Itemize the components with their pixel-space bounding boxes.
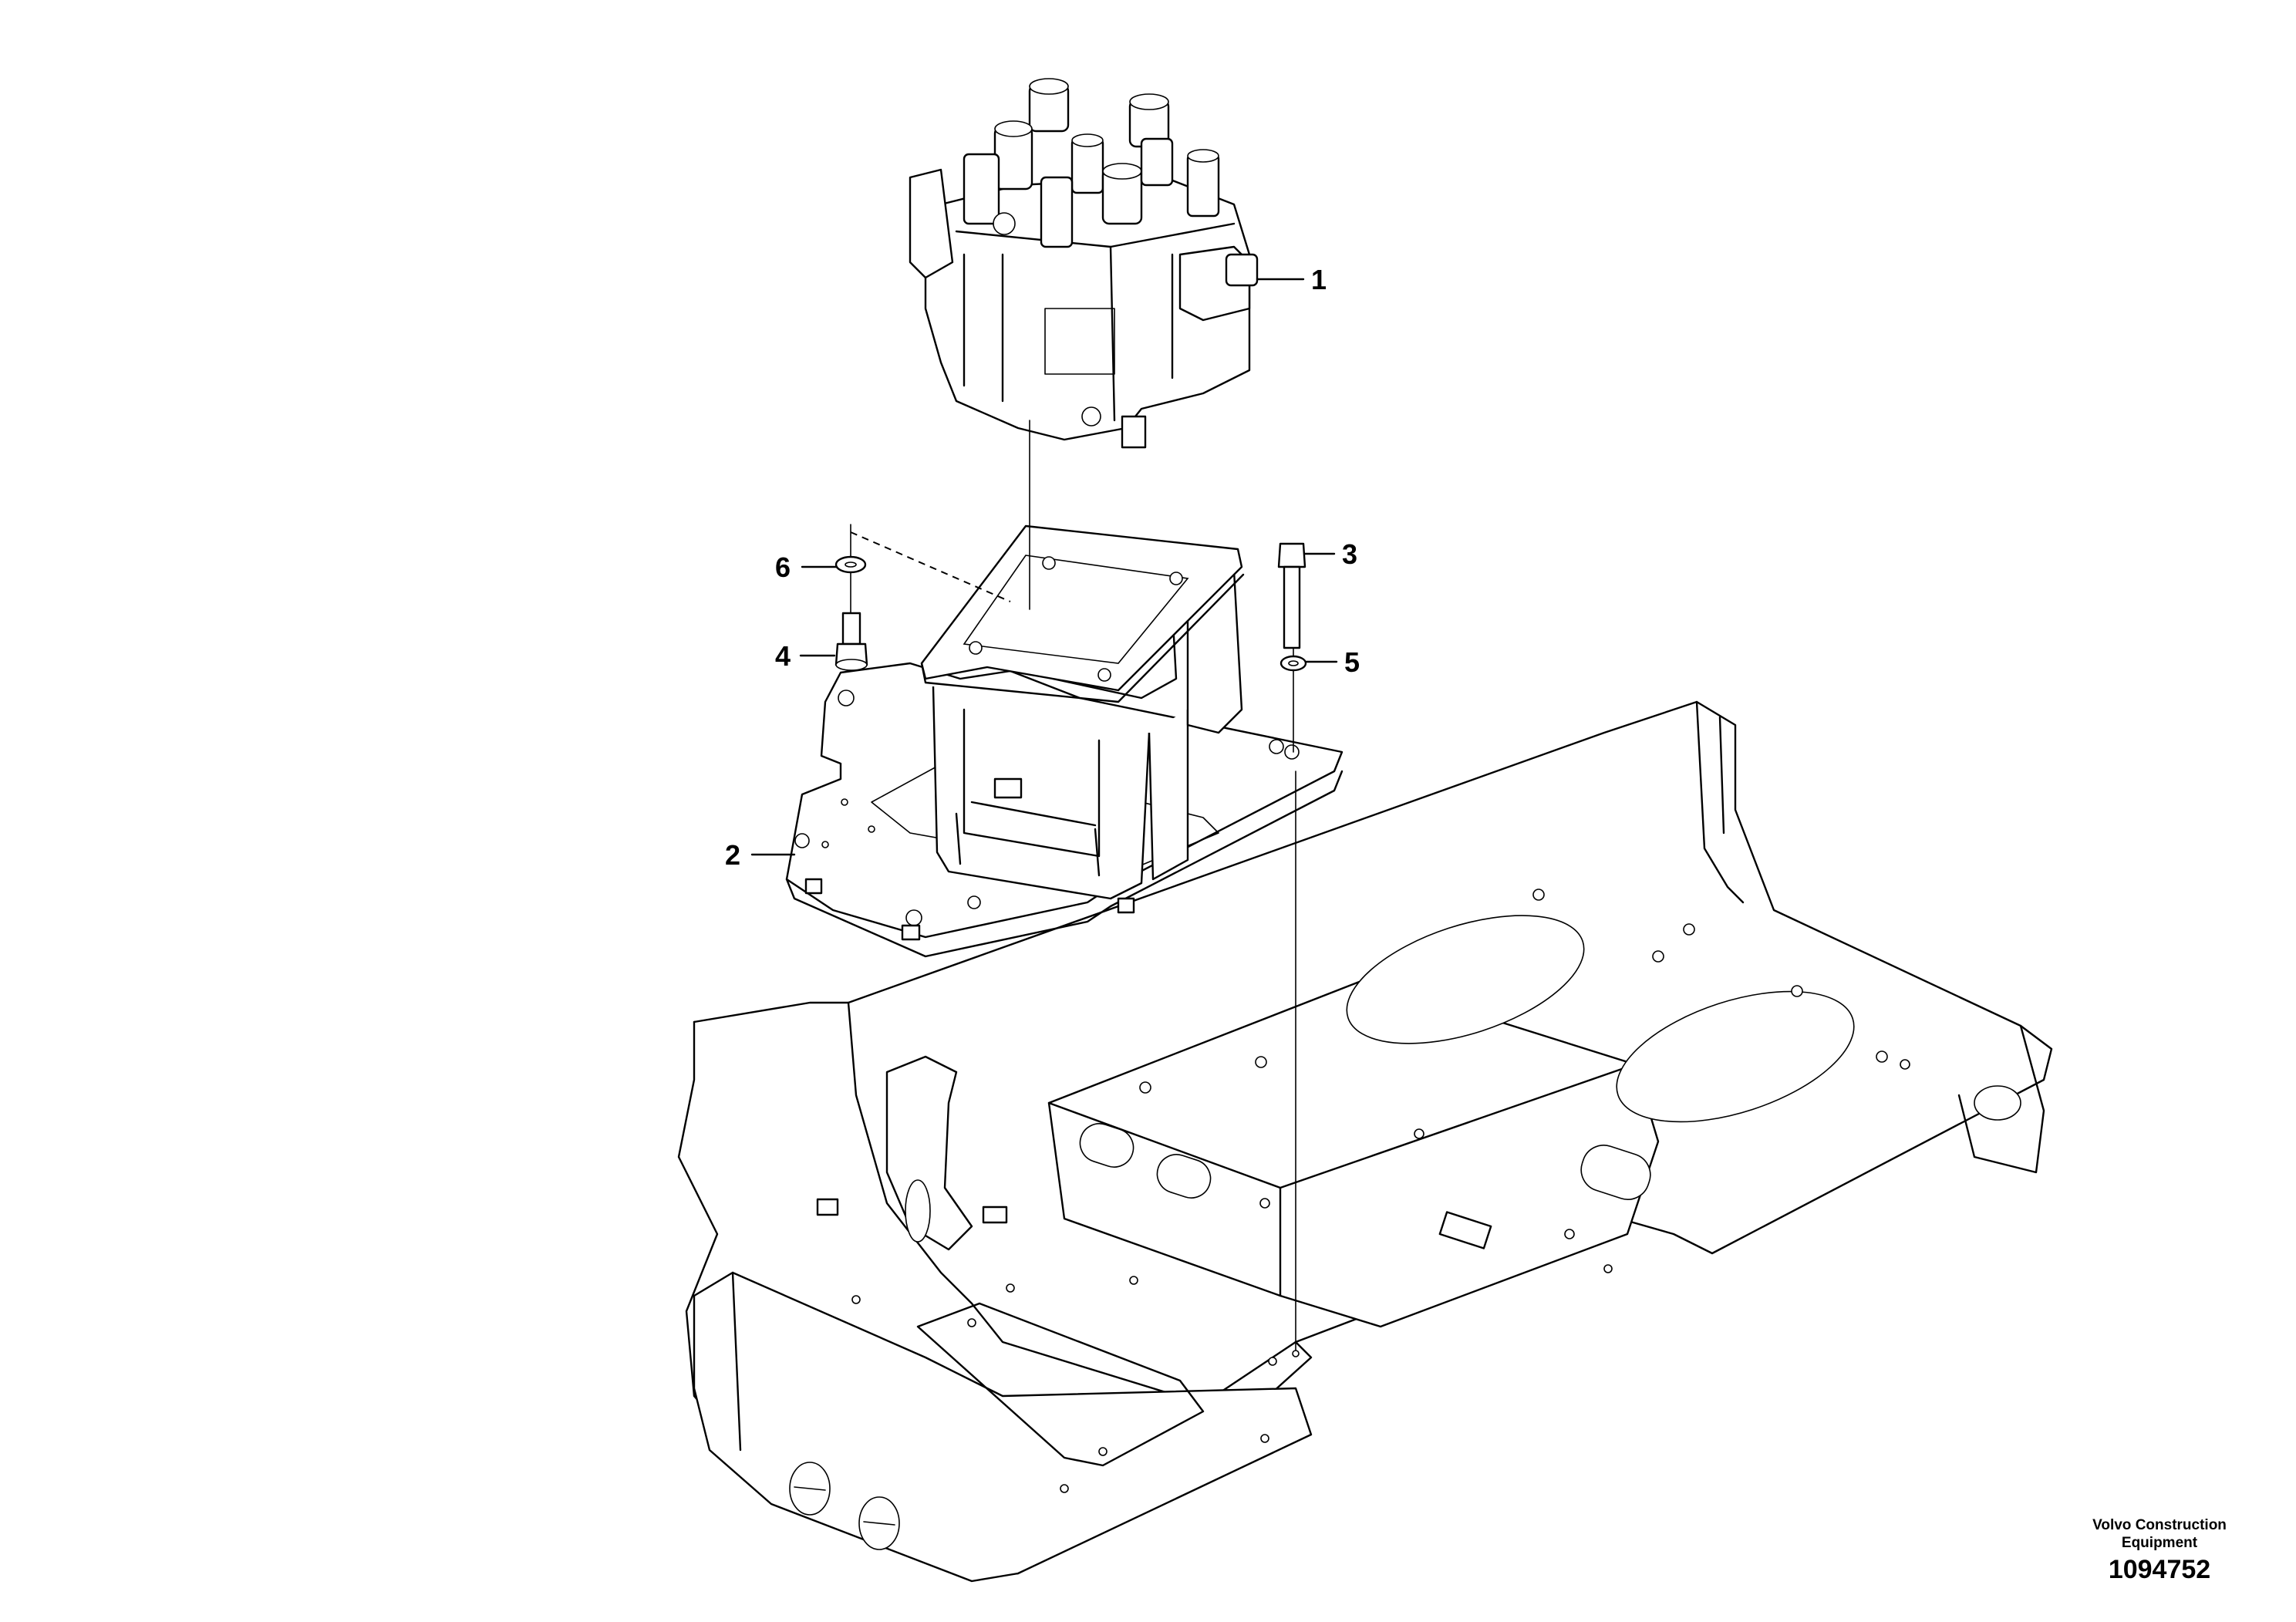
valve-spool-caps	[963, 78, 1220, 248]
fasteners	[834, 542, 1307, 672]
assembly-lines	[750, 278, 1338, 1357]
manufacturer-line-1: Volvo Construction	[2092, 1517, 2227, 1533]
callout-2: 2	[725, 839, 740, 871]
machine-frame	[677, 700, 2053, 1583]
callout-labels: 1 2 3 4 5 6	[725, 264, 1360, 871]
manufacturer-line-2: Equipment	[2122, 1535, 2198, 1551]
front-access-holes	[789, 1462, 900, 1550]
box-member-holes	[1079, 1123, 1651, 1200]
callout-4: 4	[775, 640, 791, 672]
title-block: Volvo Construction Equipment 1094752	[2092, 1517, 2227, 1584]
valve-stand	[920, 524, 1245, 900]
callout-1: 1	[1311, 264, 1327, 295]
frame-bolt-holes	[851, 889, 1910, 1493]
stand-top-holes	[969, 556, 1183, 682]
deck-oval-openings	[1346, 915, 1855, 1123]
control-valve-block	[909, 78, 1259, 449]
callout-6: 6	[775, 551, 791, 583]
callout-3: 3	[1342, 538, 1357, 570]
drawing-number: 1094752	[2109, 1555, 2210, 1584]
callout-5: 5	[1344, 646, 1360, 678]
